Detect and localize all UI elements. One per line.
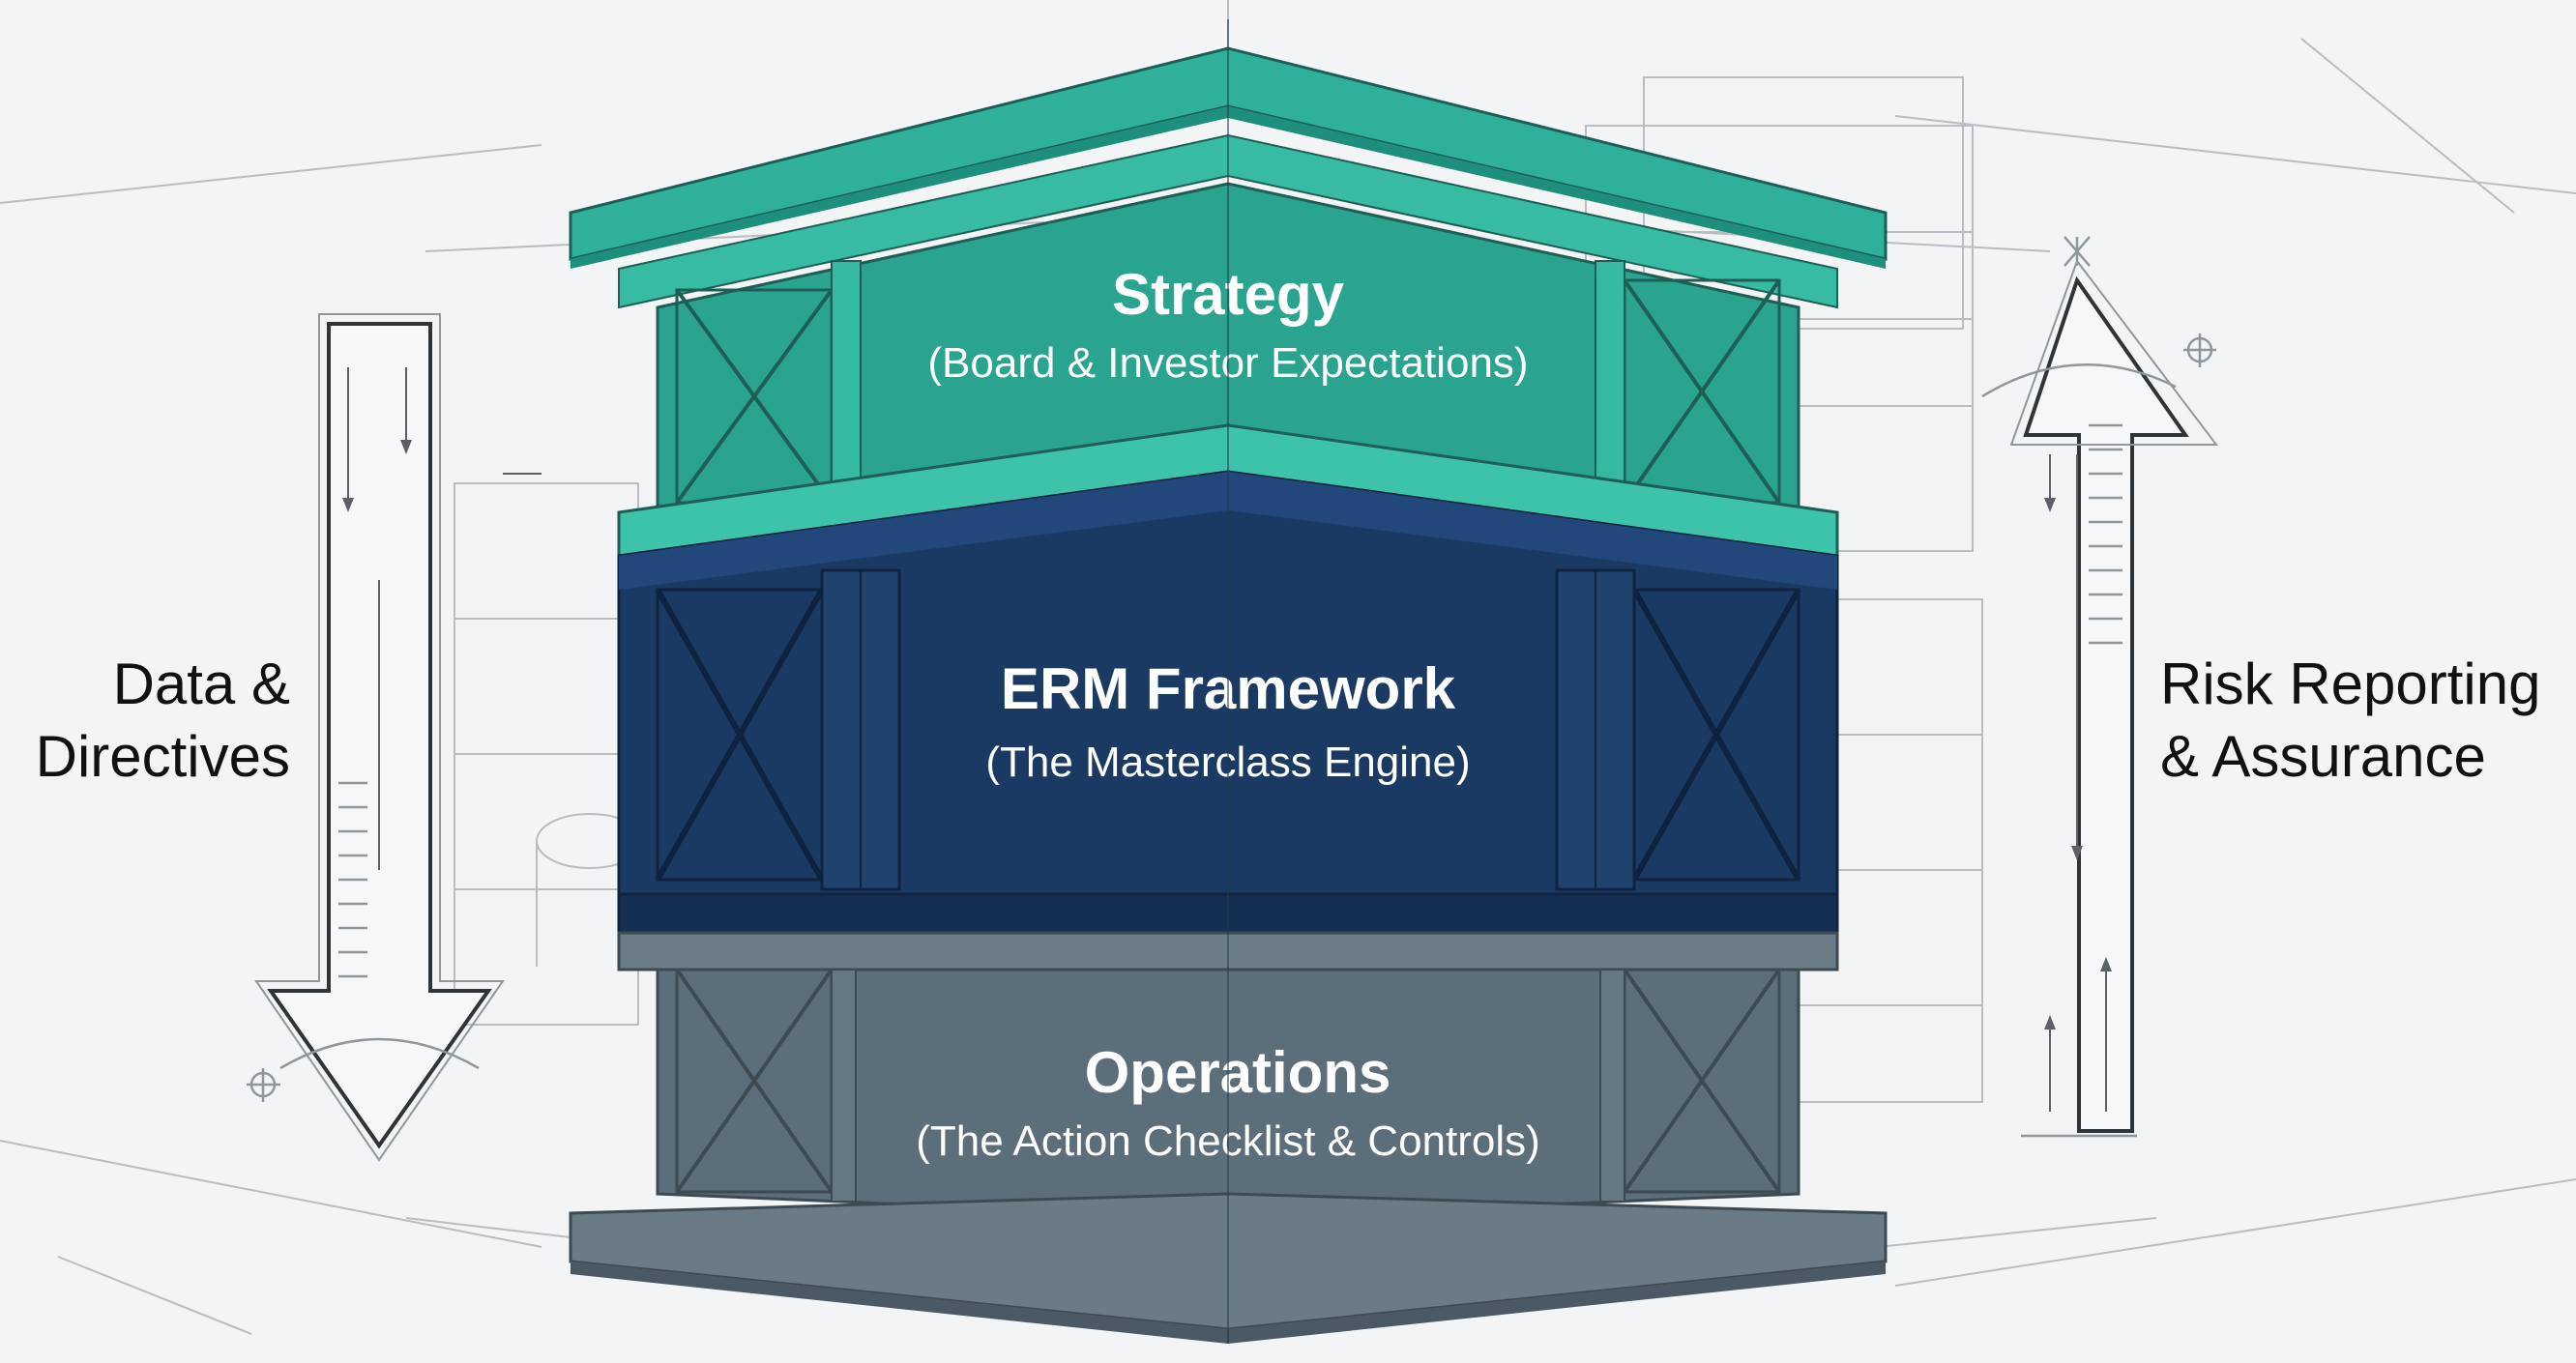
left-label-line1: Data & — [113, 652, 290, 716]
erm-right-brace — [1555, 568, 1801, 891]
operations-title: Operations — [1085, 1040, 1391, 1105]
operations-left-brace — [675, 968, 857, 1203]
operations-right-brace — [1599, 968, 1781, 1203]
up-arrow-icon — [1981, 236, 2219, 1138]
left-label-line2: Directives — [36, 724, 290, 789]
right-label-line1: Risk Reporting — [2160, 652, 2541, 716]
left-label: Data & Directives — [36, 652, 290, 789]
down-arrow-icon — [247, 313, 542, 1162]
right-label: Risk Reporting & Assurance — [2160, 652, 2541, 789]
erm-left-brace — [655, 568, 901, 891]
right-label-line2: & Assurance — [2160, 724, 2486, 789]
